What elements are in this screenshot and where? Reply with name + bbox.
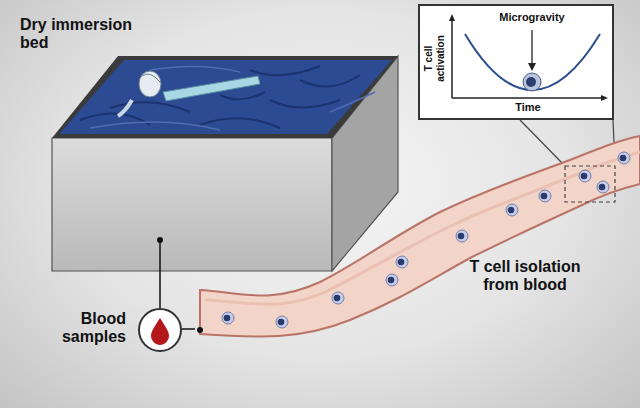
bed-title: Dry immersion bed <box>20 16 155 53</box>
connector-line <box>160 272 161 308</box>
sample-label: Blood samples <box>54 310 126 347</box>
blood-drop <box>140 310 180 350</box>
blood-sample-circle: Blood samples <box>138 308 182 352</box>
connector-line <box>182 329 195 330</box>
leader-line <box>520 120 565 166</box>
axis-label: T cell activation <box>423 23 446 93</box>
bed-node: Dry immersion bed <box>20 10 400 272</box>
bed-illustration <box>20 10 400 272</box>
vessel-label: T cell isolation from blood <box>450 258 600 295</box>
graph-annotation: Microgravity <box>499 11 564 24</box>
axis-label: Time <box>515 101 540 114</box>
graph-inset: Microgravity T cell activationTime <box>418 4 614 120</box>
blood-vessel <box>195 130 640 350</box>
vessel-node: T cell isolation from blood <box>195 130 640 350</box>
